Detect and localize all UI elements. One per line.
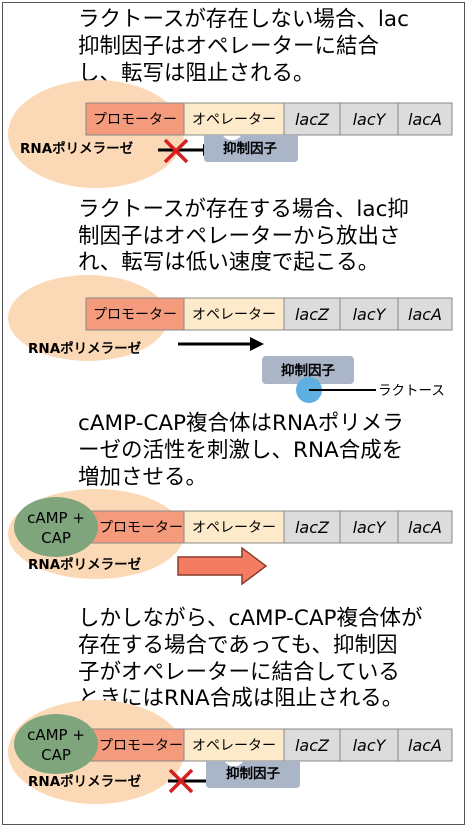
panel-2-caption-line-1: ラクトースが存在する場合、lac抑 <box>78 197 409 222</box>
enhanced-transcription-arrow <box>177 546 268 586</box>
panel-4-caption-line-3: 子がオペレーターに結合している <box>78 660 400 685</box>
cap-label-line-2: CAP <box>41 529 71 547</box>
laca-box <box>397 728 453 762</box>
operator-label: オペレーター <box>192 112 276 128</box>
repressor-shape <box>206 761 300 788</box>
promoter-label: プロモーター <box>93 307 177 323</box>
repressor-label: 抑制因子 <box>223 140 277 157</box>
panel-3-caption-line-3: 増加させる。 <box>78 465 207 490</box>
lacy-label: lacY <box>353 736 387 755</box>
laca-label: lacA <box>408 736 442 755</box>
lacz-box <box>283 728 341 762</box>
lacz-label: lacZ <box>295 736 330 755</box>
panel-2-caption-line-3: れ、転写は低い速度で起こる。 <box>78 250 379 275</box>
promoter-box <box>85 102 185 136</box>
operator-label: オペレーター <box>192 738 276 754</box>
cap-label-line-1: cAMP + <box>27 509 85 527</box>
lacy-box <box>339 102 399 136</box>
camp-cap-complex <box>14 497 98 557</box>
laca-box <box>397 102 453 136</box>
panel-1-caption-line-2: 抑制因子はオペレーターに結合 <box>78 34 379 59</box>
repressor-shape <box>262 356 354 384</box>
lacy-label: lacY <box>353 305 387 324</box>
polymerase-label: RNAポリメラーゼ <box>20 140 134 157</box>
panel-2: ラクトースが存在する場合、lac抑 制因子はオペレーターから放出さ れ、転写は低… <box>8 197 453 403</box>
cap-label-line-2: CAP <box>41 746 71 764</box>
operator-box <box>183 510 285 544</box>
panel-1: ラクトースが存在しない場合、lac 抑制因子はオペレーターに結合 し、転写は阻止… <box>8 7 453 188</box>
polymerase-label: RNAポリメラーゼ <box>28 556 142 573</box>
panel-2-caption-line-2: 制因子はオペレーターから放出さ <box>78 224 401 249</box>
lacz-label: lacZ <box>295 110 330 129</box>
promoter-box <box>85 297 185 331</box>
lacy-box <box>339 728 399 762</box>
camp-cap-complex <box>14 714 98 774</box>
lacy-box <box>339 510 399 544</box>
laca-label: lacA <box>408 305 442 324</box>
transcription-arrowhead <box>250 337 264 351</box>
block-cross-icon <box>168 768 194 794</box>
polymerase-label: RNAポリメラーゼ <box>28 773 142 790</box>
lacz-label: lacZ <box>295 305 330 324</box>
laca-box <box>397 297 453 331</box>
block-cross-icon <box>163 138 189 164</box>
promoter-label: プロモーター <box>99 520 183 536</box>
panel-4-caption-line-2: 存在する場合であっても、抑制因 <box>78 633 398 658</box>
lacz-box <box>283 297 341 331</box>
operator-label: オペレーター <box>192 520 276 536</box>
promoter-label: プロモーター <box>93 112 177 128</box>
lactose-label: ラクトース <box>378 383 445 399</box>
lacy-box <box>339 297 399 331</box>
panel-3-caption-line-2: ーゼの活性を刺激し、RNA合成を <box>78 438 403 463</box>
lacy-label: lacY <box>353 110 387 129</box>
cap-label-line-1: cAMP + <box>27 726 85 744</box>
lacy-label: lacY <box>353 518 387 537</box>
panel-3: cAMP-CAP複合体はRNAポリメラ ーゼの活性を刺激し、RNA合成を 増加さ… <box>8 411 453 586</box>
panel-4: しかしながら、cAMP-CAP複合体が 存在する場合であっても、抑制因 子がオペ… <box>8 606 453 804</box>
panel-1-caption-line-1: ラクトースが存在しない場合、lac <box>78 7 409 32</box>
laca-box <box>397 510 453 544</box>
repressor-shape <box>204 135 298 162</box>
lacz-label: lacZ <box>295 518 330 537</box>
promoter-box <box>85 510 185 544</box>
operator-label: オペレーター <box>192 307 276 323</box>
polymerase-label: RNAポリメラーゼ <box>28 340 142 357</box>
laca-label: lacA <box>408 518 442 537</box>
promoter-label: プロモーター <box>99 738 183 754</box>
operator-box <box>183 297 285 331</box>
lacz-box <box>283 510 341 544</box>
operator-box <box>183 728 285 762</box>
repressor-label: 抑制因子 <box>226 765 280 782</box>
laca-label: lacA <box>408 110 442 129</box>
panel-4-caption-line-1: しかしながら、cAMP-CAP複合体が <box>78 606 423 631</box>
repressor-label: 抑制因子 <box>281 362 335 379</box>
panel-3-caption-line-1: cAMP-CAP複合体はRNAポリメラ <box>78 411 404 436</box>
